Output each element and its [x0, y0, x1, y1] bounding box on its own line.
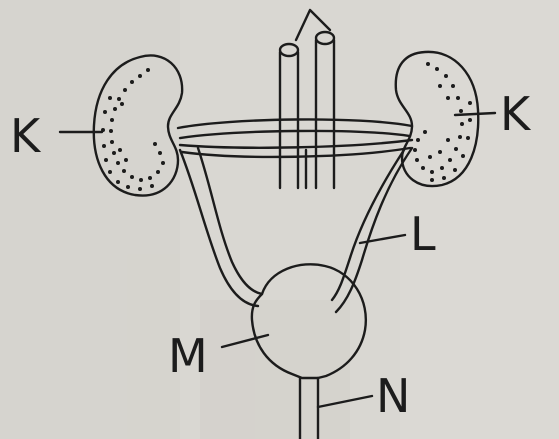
label-k-right: K [500, 87, 532, 141]
label-m: M [168, 329, 208, 383]
label-n: N [376, 369, 410, 423]
label-k-left: K [10, 109, 42, 163]
label-l: L [410, 207, 436, 261]
